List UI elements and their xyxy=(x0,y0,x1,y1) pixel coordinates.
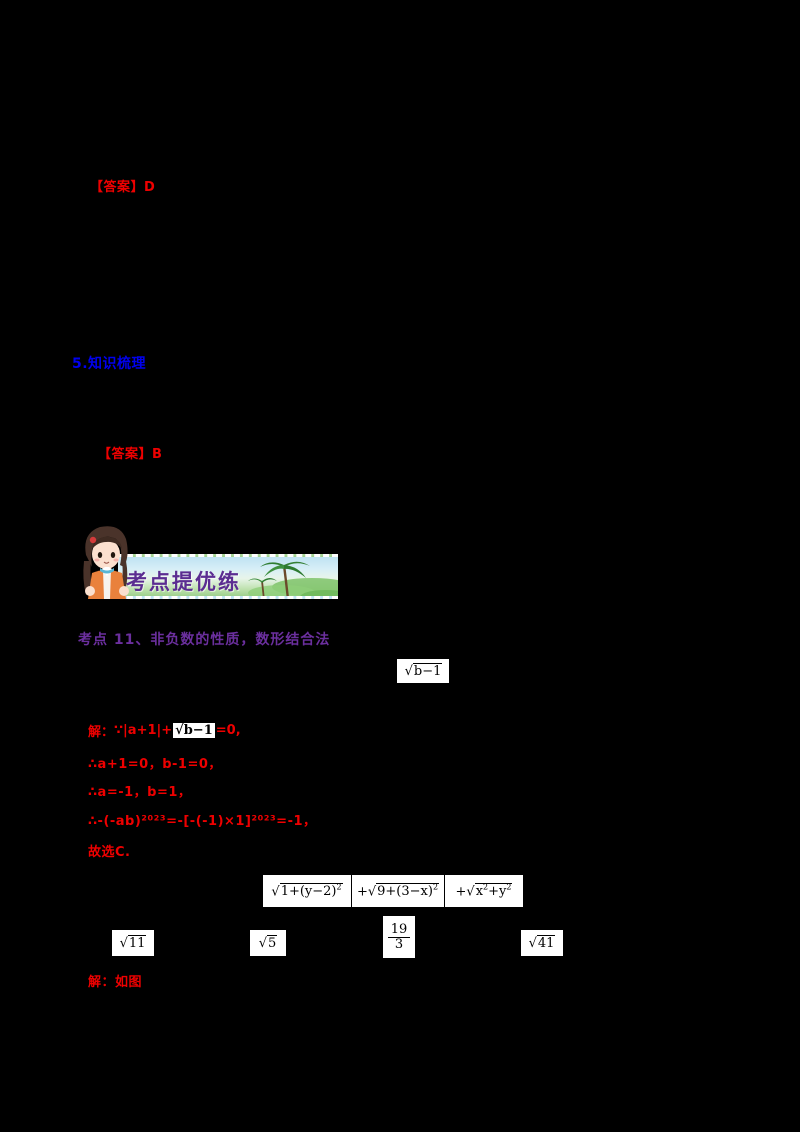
inline-math-sqrt-b-minus-1: √b−1 xyxy=(173,722,215,738)
math-expression-part-1: √1+(y−2)2 xyxy=(263,875,351,907)
annotation-answer-second: 【答案】B xyxy=(98,447,163,462)
section-banner: 考点提优练 xyxy=(76,521,338,613)
exam-point-heading: 考点 11、非负数的性质，数形结合法 xyxy=(78,632,331,648)
option-a-value[interactable]: √11 xyxy=(112,930,154,956)
palm-tree-illustration xyxy=(242,557,338,596)
section-heading-blue: 5.知识梳理 xyxy=(72,356,147,372)
solution-line-1-body: ∵|a+1|+ xyxy=(114,723,173,738)
math-stem-sqrt-b-minus-1: √b−1 xyxy=(397,659,449,683)
girl-illustration xyxy=(76,521,138,601)
banner-strip xyxy=(118,554,338,599)
solution-line-1-prefix: 解： xyxy=(88,725,115,740)
solution-line-5-answer: 故选C. xyxy=(88,845,131,860)
solution-line-1-suffix: =0, xyxy=(215,723,241,738)
solution-line-3: ∴a=-1，b=1， xyxy=(88,785,192,800)
option-b-value[interactable]: √5 xyxy=(250,930,286,956)
solution-line-2: ∴a+1=0，b-1=0， xyxy=(88,757,222,772)
option-d-value[interactable]: √41 xyxy=(521,930,563,956)
banner-title: 考点提优练 xyxy=(126,570,241,594)
solution-line-1: 解： ∵|a+1|+ √b−1 =0, xyxy=(88,721,241,740)
math-expression-part-2: +√9+(3−x)2 xyxy=(352,875,444,907)
question-2-answer-line: 解：如图 xyxy=(88,975,143,990)
annotation-answer-top: 【答案】D xyxy=(90,180,156,195)
solution-line-4: ∴-(-ab)²⁰²³=-[-(-1)×1]²⁰²³=-1， xyxy=(88,814,317,829)
math-expression-part-3: +√x2+y2 xyxy=(445,875,523,907)
